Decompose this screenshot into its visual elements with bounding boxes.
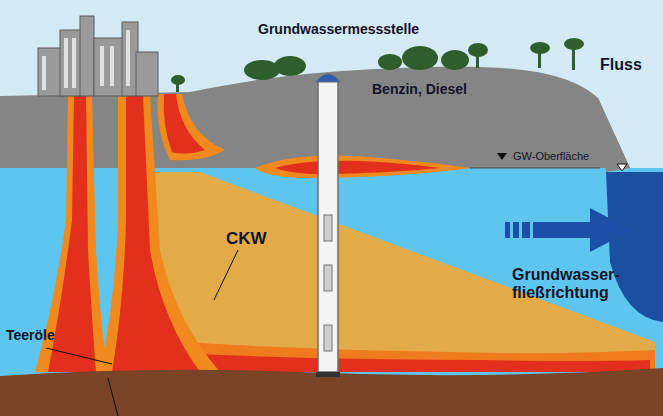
water-table-label: GW-Oberfläche [513, 150, 589, 162]
fuel-label: Benzin, Diesel [372, 82, 467, 97]
river-label: Fluss [600, 56, 642, 74]
flow-direction-label: Grundwasser- fließrichtung [512, 266, 634, 301]
well-label: Grundwassermessstelle [258, 22, 419, 37]
tar-oil-label: Teeröle [6, 328, 55, 343]
plume-label: CKW [226, 230, 267, 249]
